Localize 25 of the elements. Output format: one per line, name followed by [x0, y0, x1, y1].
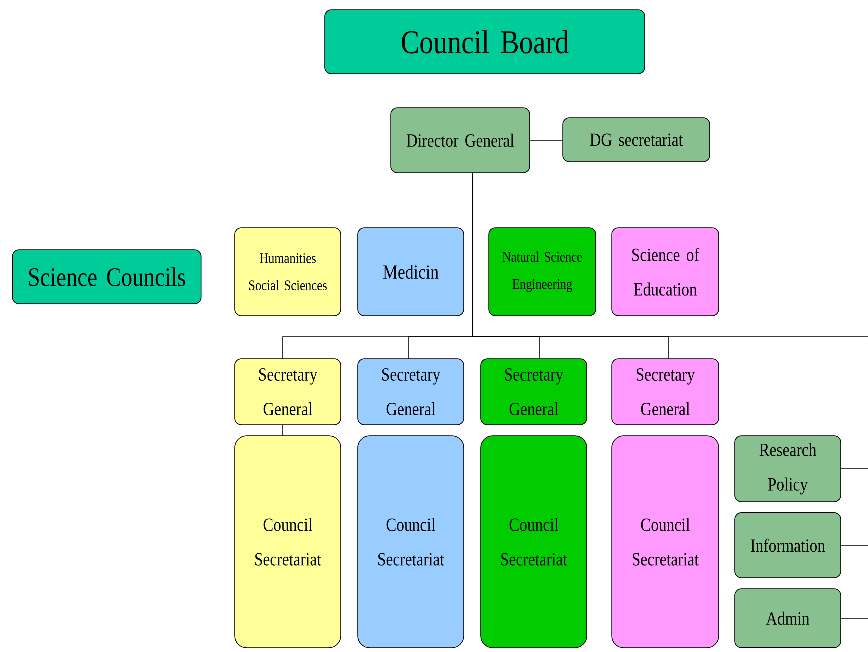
council-box: Medicin	[358, 228, 464, 316]
title-box: Council Board	[324, 10, 646, 74]
role-box: Director General	[390, 108, 530, 174]
role-box: Secretary General	[358, 358, 464, 426]
council-box: Natural Science Engineering	[488, 228, 596, 316]
unit-box: Research Policy	[734, 436, 842, 502]
role-box: Secretary General	[234, 358, 342, 426]
connector-line	[841, 468, 868, 470]
connector-line	[841, 618, 868, 619]
connector-line	[282, 424, 284, 436]
council-box: Science of Education	[612, 228, 720, 316]
heading-box: Science Councils	[12, 250, 202, 304]
unit-box: Admin	[734, 588, 842, 648]
secretariat-box: Council Secretariat	[358, 436, 464, 648]
secretariat-box: Council Secretariat	[234, 436, 342, 648]
secretariat-box: Council Secretariat	[612, 436, 720, 648]
role-box: Secretary General	[612, 358, 720, 426]
connector-line	[841, 545, 868, 546]
secretariat-box: Council Secretariat	[480, 436, 588, 648]
role-box: Secretary General	[480, 358, 588, 426]
unit-box: Information	[734, 512, 842, 578]
connector-line	[472, 172, 868, 338]
connector-line	[530, 140, 564, 141]
council-box: Humanities Social Sciences	[234, 228, 342, 316]
role-box: DG secretariat	[562, 118, 710, 162]
